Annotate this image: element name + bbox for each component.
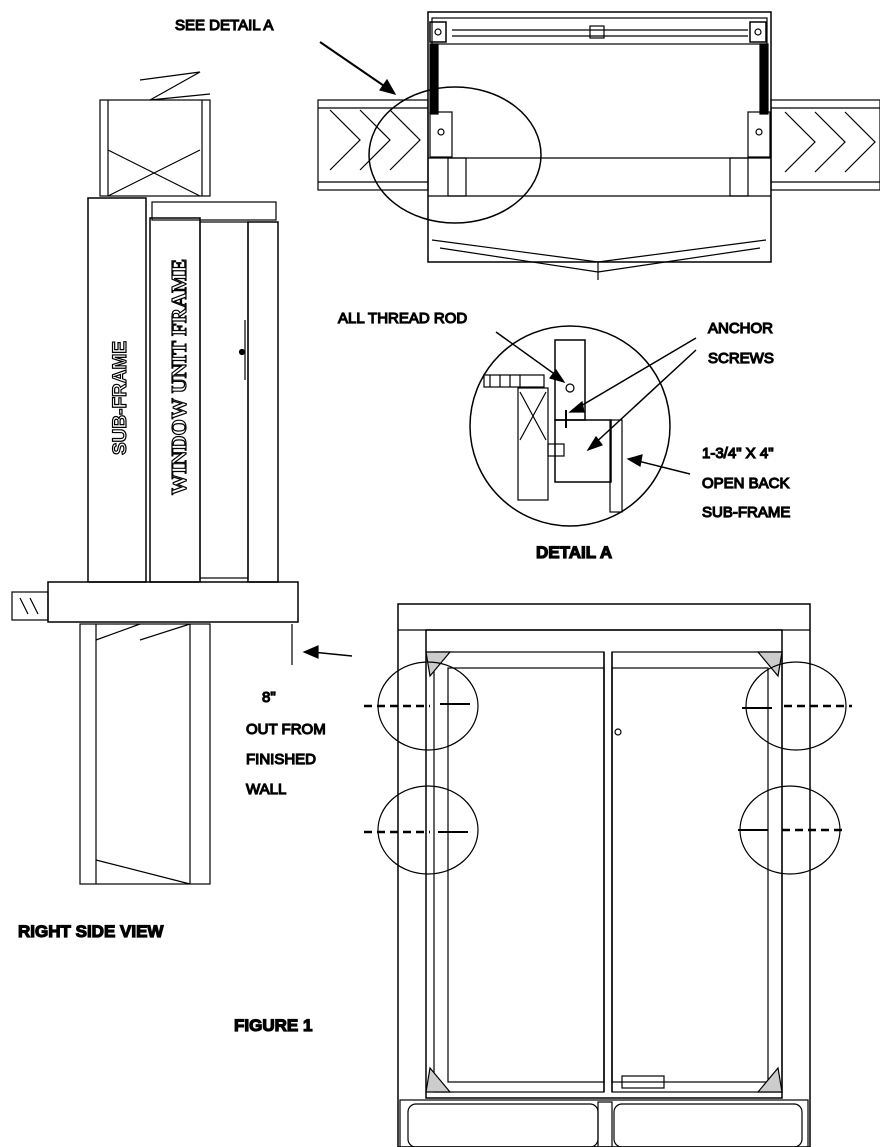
top-plan-view bbox=[317, 11, 880, 280]
right-side-view bbox=[11, 71, 299, 885]
out-line-2-label: FINISHED bbox=[246, 751, 316, 768]
right-side-view-label: RIGHT SIDE VIEW bbox=[18, 922, 164, 941]
anchor-screws-label-1: ANCHOR bbox=[708, 320, 773, 337]
window-unit-frame-vertical-label: WINDOW UNIT FRAME bbox=[167, 259, 191, 495]
subframe-size-label-3: SUB-FRAME bbox=[702, 504, 790, 521]
subframe-size-label-2: OPEN BACK bbox=[702, 475, 790, 492]
subframe-size-label-1: 1-3/4" X 4" bbox=[702, 445, 774, 462]
detail-a-circle bbox=[469, 325, 671, 527]
figure-label: FIGURE 1 bbox=[234, 1016, 312, 1035]
out-from-wall-arrow bbox=[302, 645, 353, 659]
all-thread-rod-label: ALL THREAD ROD bbox=[338, 310, 467, 327]
out-line-3-label: WALL bbox=[246, 781, 286, 798]
out-line-1-label: OUT FROM bbox=[246, 721, 326, 738]
sub-frame-vertical-label: SUB-FRAME bbox=[110, 341, 131, 455]
detail-a-label: DETAIL A bbox=[536, 543, 612, 562]
out-8-label: 8" bbox=[262, 689, 276, 706]
front-view bbox=[364, 603, 852, 1147]
anchor-screws-label-2: SCREWS bbox=[708, 350, 774, 367]
see-detail-label: SEE DETAIL A bbox=[175, 17, 273, 34]
see-detail-arrow bbox=[319, 41, 397, 95]
